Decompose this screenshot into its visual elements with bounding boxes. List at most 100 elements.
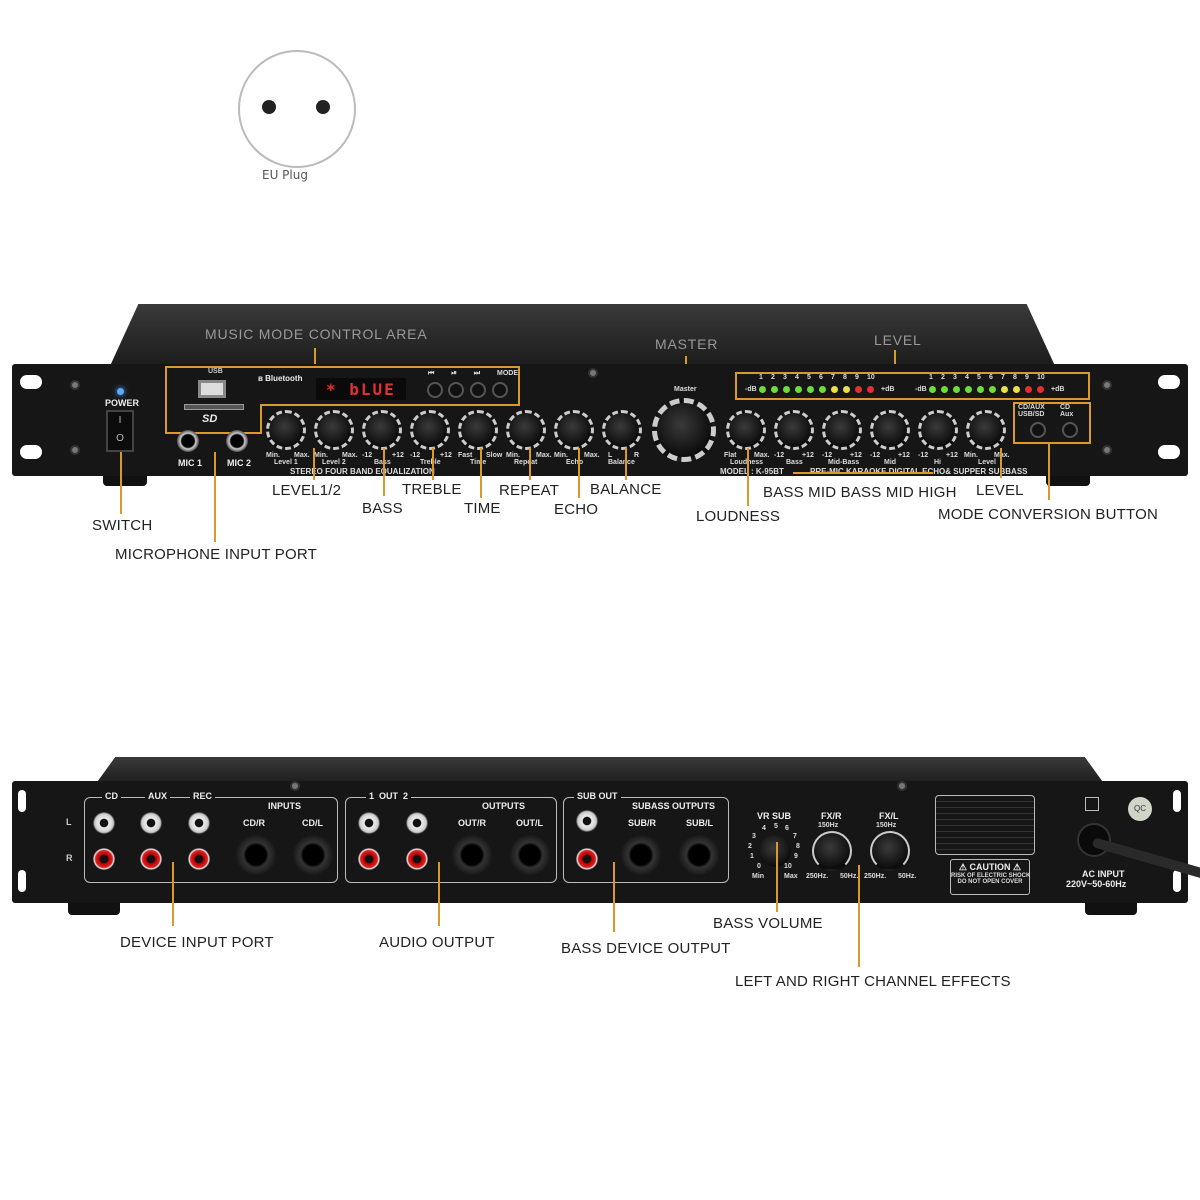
out2-l-rca-jack[interactable] xyxy=(406,812,428,834)
subwoofer-outputs-group xyxy=(563,797,729,883)
out-l-quarter-inch-jack[interactable] xyxy=(510,835,550,875)
fx-l-knob[interactable] xyxy=(870,831,910,871)
sub-r-rca-jack[interactable] xyxy=(576,848,598,870)
out2-r-rca-jack[interactable] xyxy=(406,848,428,870)
model-caption: MODEL : K-95BT xyxy=(720,467,784,476)
bass-volume-callout: BASS VOLUME xyxy=(713,915,823,932)
rear-top-lid xyxy=(95,757,1105,785)
echo-knob[interactable] xyxy=(554,410,594,450)
treble-callout: TREBLE xyxy=(402,481,462,498)
level-knob[interactable] xyxy=(966,410,1006,450)
leader-line xyxy=(120,452,122,514)
rec-l-rca-jack[interactable] xyxy=(188,812,210,834)
cd-r-quarter-inch-jack[interactable] xyxy=(236,835,276,875)
knob-name-label: Bass xyxy=(374,459,391,466)
cd-aux-usb-sd-button[interactable] xyxy=(1030,422,1046,438)
balance-knob[interactable] xyxy=(602,410,642,450)
out-1-2-label: 1 OUT 2 xyxy=(366,791,412,801)
orange-divider xyxy=(260,404,520,406)
rack-hole xyxy=(18,870,26,892)
out-r-quarter-inch-jack[interactable] xyxy=(452,835,492,875)
usb-port[interactable] xyxy=(198,380,226,398)
vu-leds xyxy=(759,386,874,393)
aux-r-rca-jack[interactable] xyxy=(140,848,162,870)
level2-knob[interactable] xyxy=(314,410,354,450)
led-green-icon xyxy=(989,386,996,393)
knob-name-label: Loudness xyxy=(730,459,763,466)
bass-knob[interactable] xyxy=(362,410,402,450)
vu-number: 1 xyxy=(929,374,933,381)
repeat-knob[interactable] xyxy=(506,410,546,450)
cd-l-quarter-inch-jack[interactable] xyxy=(293,835,333,875)
knob-min-label: -12 xyxy=(822,452,833,459)
loudness-knob[interactable] xyxy=(726,410,766,450)
rack-hole xyxy=(18,790,26,812)
led-yellow-icon xyxy=(1013,386,1020,393)
out1-l-rca-jack[interactable] xyxy=(358,812,380,834)
treble-knob[interactable] xyxy=(410,410,450,450)
repeat-callout: REPEAT xyxy=(499,482,560,499)
led-red-icon xyxy=(1037,386,1044,393)
mode-button[interactable] xyxy=(492,382,508,398)
mid-bass-knob[interactable] xyxy=(822,410,862,450)
rack-hole xyxy=(1173,790,1181,812)
leader-line xyxy=(529,448,531,480)
vu-number: 6 xyxy=(819,374,823,381)
led-display: * bLUE xyxy=(316,378,406,400)
time-knob[interactable] xyxy=(458,410,498,450)
power-switch[interactable]: I O xyxy=(106,410,134,452)
bass-device-output-callout: BASS DEVICE OUTPUT xyxy=(561,940,731,957)
vu-number: 4 xyxy=(965,374,969,381)
mic2-label: MIC 2 xyxy=(227,458,252,468)
cd-aux-button[interactable] xyxy=(1062,422,1078,438)
knob-min-label: Fast xyxy=(458,452,473,459)
screw xyxy=(1102,380,1112,390)
knob-min-label: Flat xyxy=(724,452,737,459)
scale-tick: 7 xyxy=(793,833,797,840)
fx-r-knob[interactable] xyxy=(812,831,852,871)
sub-l-rca-jack[interactable] xyxy=(576,810,598,832)
power-label: POWER xyxy=(105,398,140,408)
mode2-line1: CD xyxy=(1060,404,1071,411)
switch-off-glyph: O xyxy=(116,433,124,444)
right-vu-meter: -dB 1 2 3 4 5 6 7 8 9 10 +dB xyxy=(915,374,1075,398)
mode-conversion-callout: MODE CONVERSION BUTTON xyxy=(938,506,1158,523)
subwoofer-volume-knob[interactable] xyxy=(759,835,791,867)
knob-name-label: Mid xyxy=(884,459,897,466)
sub-l-quarter-inch-jack[interactable] xyxy=(679,835,719,875)
inputs-title: INPUTS xyxy=(268,801,302,811)
knob-min-label: -12 xyxy=(918,452,929,459)
screw xyxy=(897,781,907,791)
warning-icon: ⚠ xyxy=(958,862,967,872)
led-red-icon xyxy=(867,386,874,393)
sd-card-slot[interactable] xyxy=(184,404,244,410)
rec-r-rca-jack[interactable] xyxy=(188,848,210,870)
led-green-icon xyxy=(953,386,960,393)
play-pause-button[interactable] xyxy=(448,382,464,398)
right-channel-label: R xyxy=(66,853,73,863)
hi-knob[interactable] xyxy=(918,410,958,450)
sub-r-quarter-inch-jack[interactable] xyxy=(621,835,661,875)
master-header: MASTER xyxy=(655,336,719,352)
cd-r-rca-jack[interactable] xyxy=(93,848,115,870)
power-led-icon xyxy=(117,388,124,395)
mid-knob[interactable] xyxy=(870,410,910,450)
mic1-jack[interactable] xyxy=(177,430,199,452)
knob-name-label: Mid-Bass xyxy=(828,459,860,466)
level1-knob[interactable] xyxy=(266,410,306,450)
loudness-callout: LOUDNESS xyxy=(696,508,781,525)
aux-l-rca-jack[interactable] xyxy=(140,812,162,834)
knob-name-label: Repeat xyxy=(514,459,538,466)
bass-eq-knob[interactable] xyxy=(774,410,814,450)
rack-hole xyxy=(1173,870,1181,892)
prev-button[interactable] xyxy=(427,382,443,398)
cd-l-rca-jack[interactable] xyxy=(93,812,115,834)
mic2-jack[interactable] xyxy=(226,430,248,452)
master-volume-knob[interactable] xyxy=(652,398,716,462)
switch-callout: SWITCH xyxy=(92,517,153,534)
next-button[interactable] xyxy=(470,382,486,398)
out1-r-rca-jack[interactable] xyxy=(358,848,380,870)
scale-tick: 0 xyxy=(757,863,761,870)
outputs-group xyxy=(345,797,557,883)
subass-outputs-title: SUBASS OUTPUTS xyxy=(632,801,716,811)
